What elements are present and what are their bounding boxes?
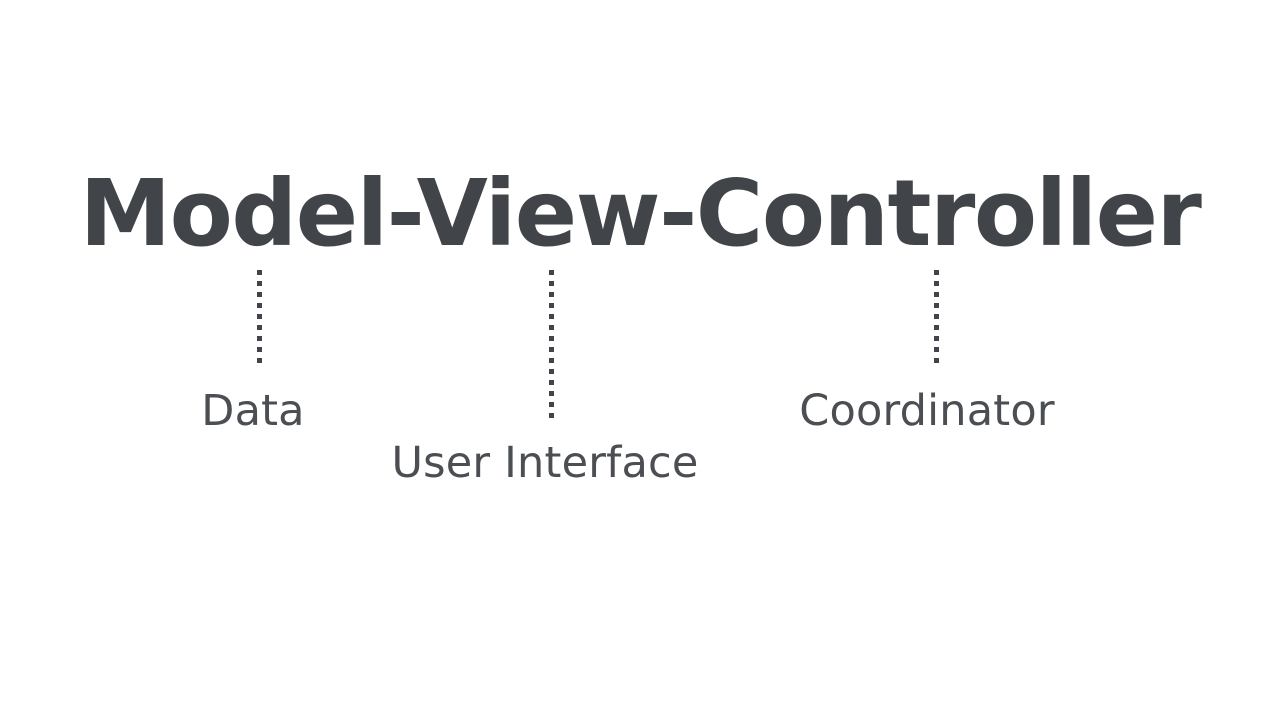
connector-line-controller [934, 270, 939, 365]
annotation-label-view: User Interface [391, 438, 699, 488]
connector-line-model [257, 270, 262, 365]
connector-line-view [549, 270, 554, 419]
annotation-label-controller: Coordinator [799, 386, 1055, 436]
page-title: Model-View-Controller [79, 160, 1202, 267]
annotation-label-model: Data [201, 386, 305, 436]
